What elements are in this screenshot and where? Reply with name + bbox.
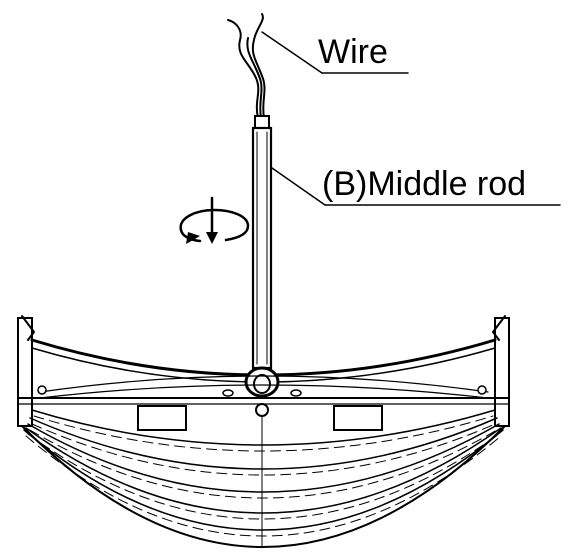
- middle-rod-label: (B)Middle rod: [322, 165, 526, 203]
- wire-callout: Wire: [261, 31, 409, 74]
- middle-rod: [251, 115, 273, 370]
- middle-rod-callout: (B)Middle rod: [271, 165, 561, 206]
- wire-label: Wire: [318, 33, 388, 71]
- rotation-arrow-icon: [179, 196, 250, 244]
- basket-assembly: [17, 315, 510, 548]
- wire: [227, 13, 266, 119]
